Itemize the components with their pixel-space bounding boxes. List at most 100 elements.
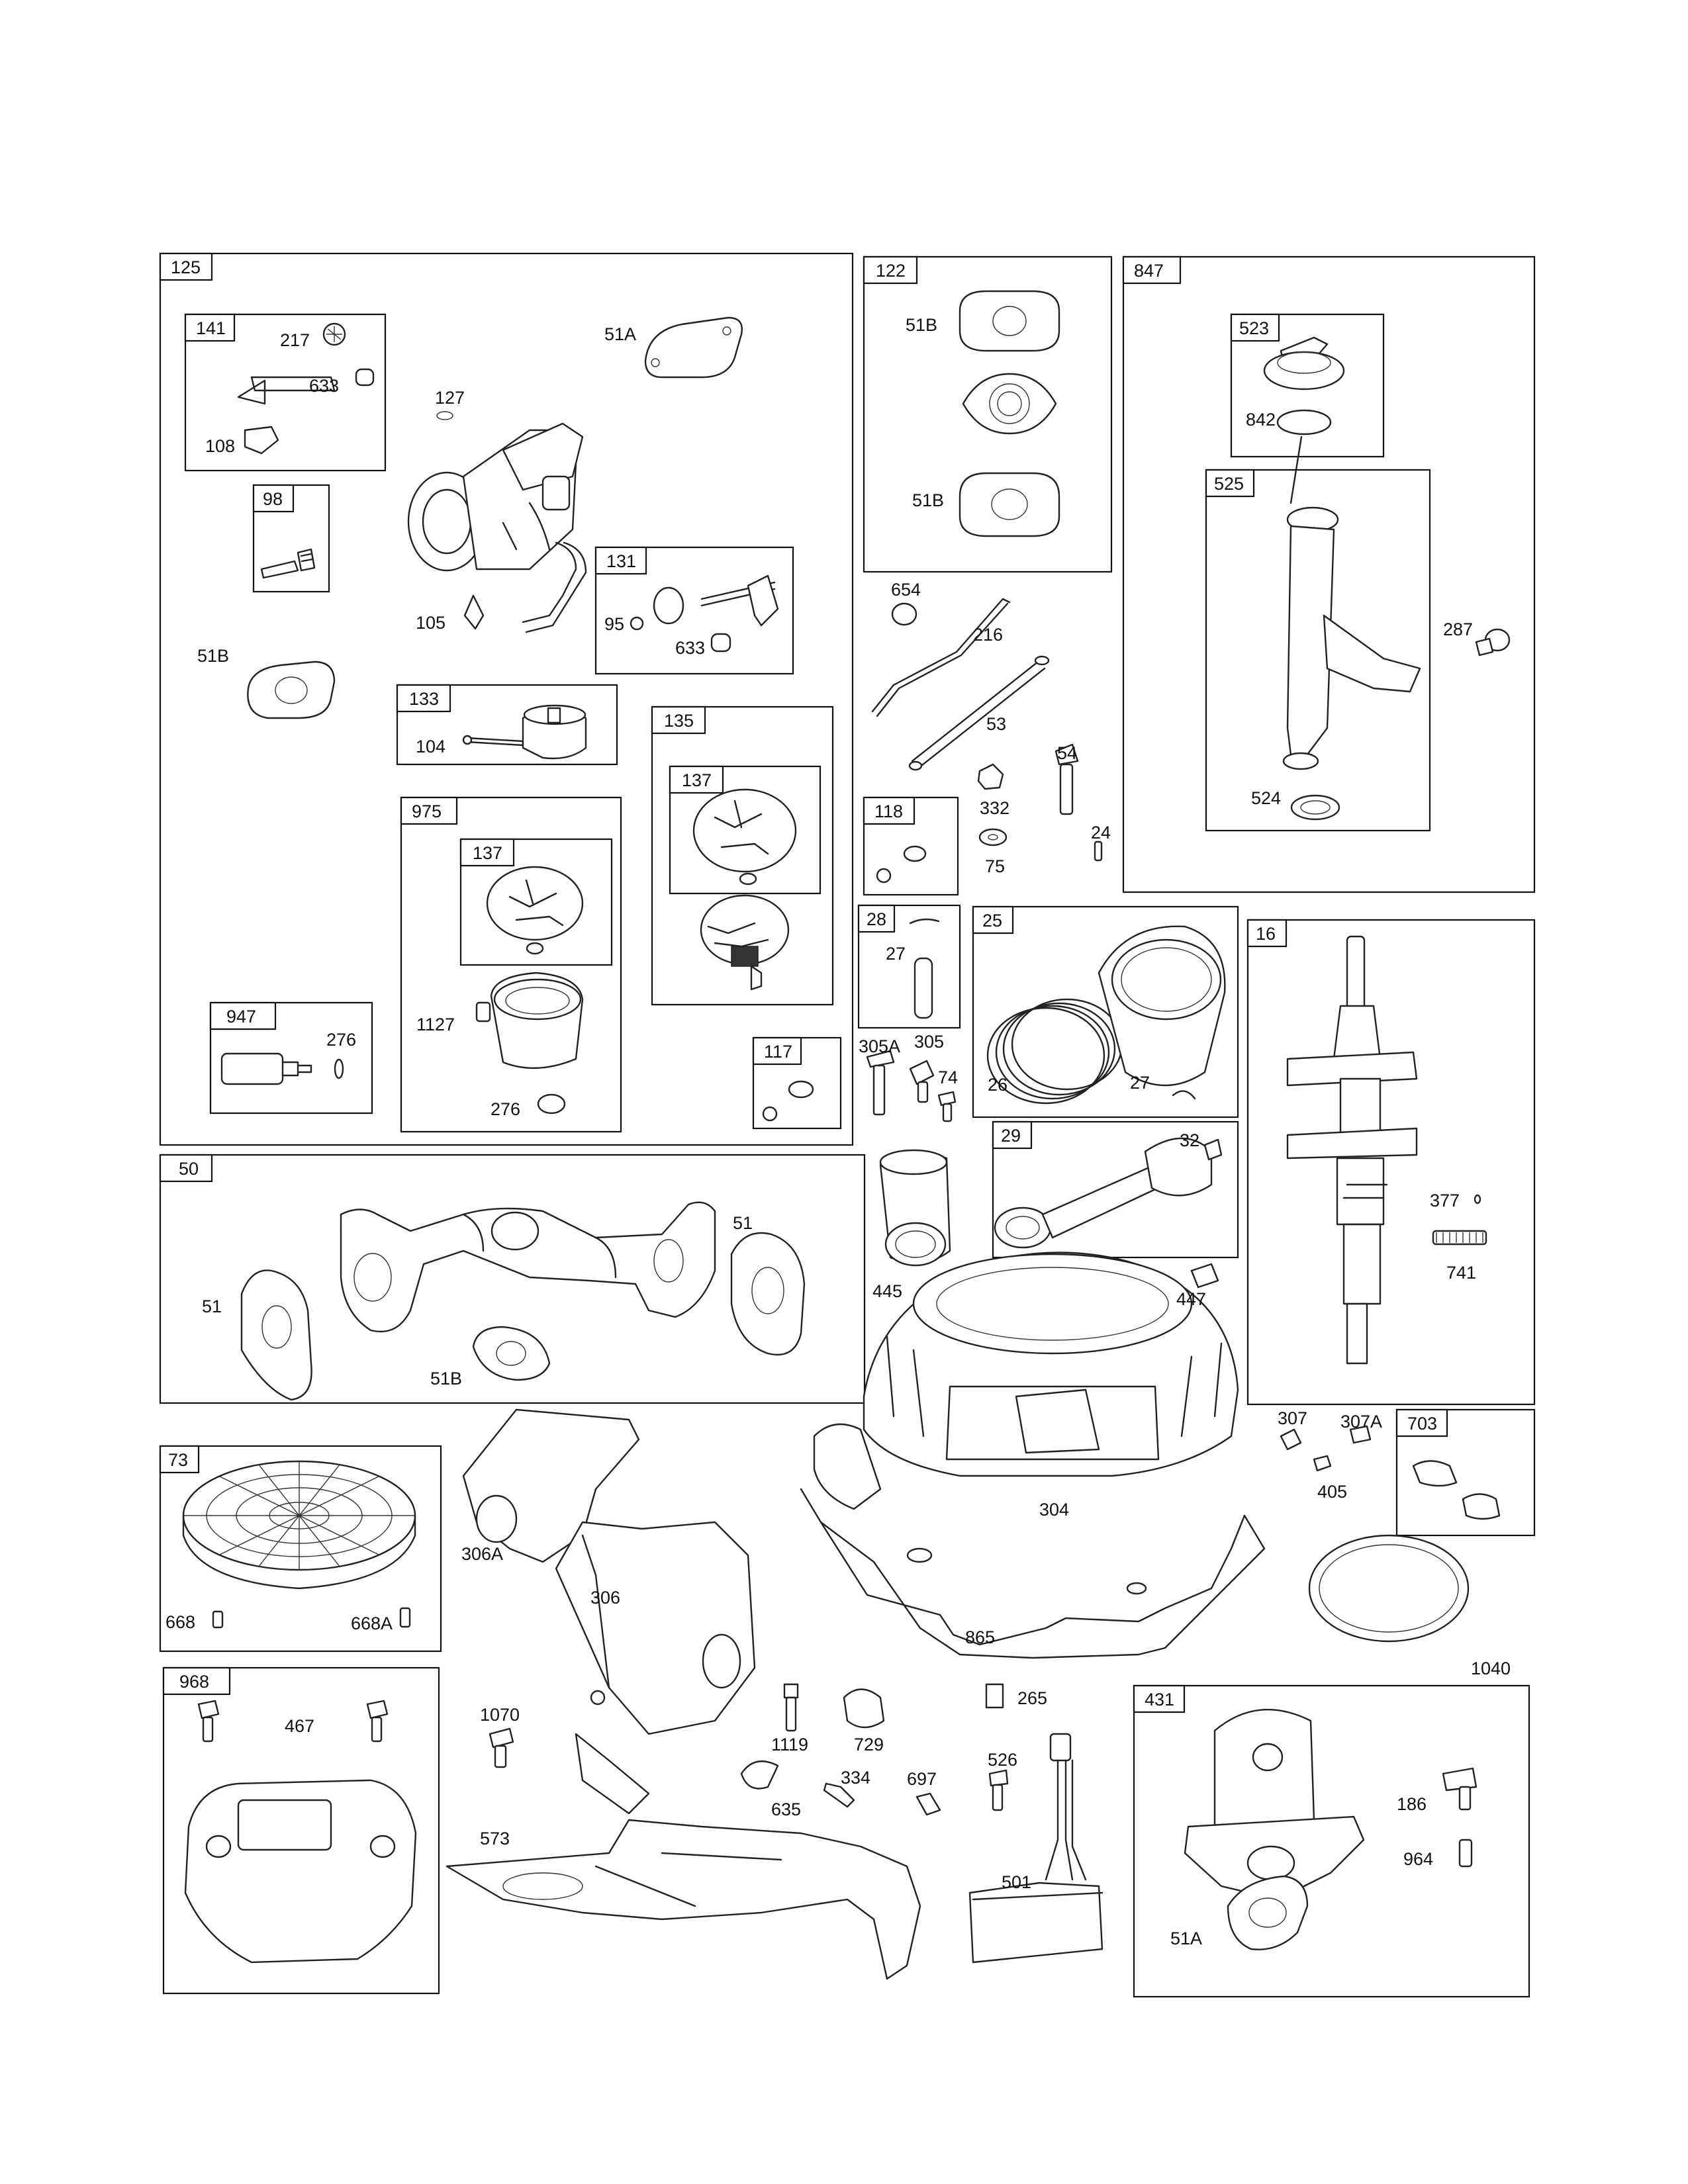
group-tag-968: 968 (179, 1672, 209, 1692)
label-74: 74 (938, 1068, 958, 1087)
label-964: 964 (1403, 1849, 1433, 1869)
group-tag-28: 28 (867, 909, 886, 929)
carb-bowl-135 (700, 894, 790, 991)
air-filter-445 (879, 1149, 951, 1267)
diaphragm-137a (692, 788, 797, 886)
dipstick-cap-523 (1263, 336, 1345, 504)
label-217: 217 (280, 330, 310, 350)
group-box-135: 135 (651, 705, 834, 1006)
label-501: 501 (1002, 1872, 1031, 1892)
label-729: 729 (854, 1735, 884, 1754)
label-51A-bottom: 51A (1170, 1929, 1202, 1948)
gasket-122-bottom (959, 472, 1060, 537)
label-633-a: 633 (309, 376, 339, 396)
group-tag-703: 703 (1407, 1414, 1437, 1433)
label-633-b: 633 (675, 638, 705, 658)
group-box-523: 523 (1230, 313, 1385, 458)
needle-98 (260, 548, 316, 579)
group-box-50: 50 (159, 1154, 866, 1404)
label-26: 26 (988, 1075, 1008, 1095)
label-1119: 1119 (771, 1735, 808, 1754)
group-tag-141: 141 (196, 318, 226, 338)
group-box-28: 28 (857, 904, 961, 1029)
label-668A: 668A (351, 1614, 393, 1633)
group-tag-118: 118 (874, 801, 903, 821)
group-box-703: 703 (1395, 1408, 1536, 1537)
label-51B-left: 51B (197, 646, 229, 666)
crankshaft-16 (1286, 935, 1418, 1365)
solenoid-947 (220, 1052, 344, 1085)
group-tag-98: 98 (263, 489, 283, 509)
group-tag-50: 50 (179, 1159, 199, 1179)
label-27-b: 27 (1130, 1073, 1150, 1093)
label-447: 447 (1176, 1289, 1206, 1309)
screw-118 (876, 845, 927, 884)
label-332: 332 (980, 798, 1009, 818)
group-box-847: 847 (1122, 255, 1536, 893)
gasket-51B-left (247, 660, 336, 719)
gasket-51B-manifold (472, 1326, 551, 1381)
label-51A-top: 51A (604, 324, 636, 344)
group-box-98: 98 (252, 484, 330, 593)
shroud-306A (462, 1408, 640, 1563)
group-tag-135: 135 (664, 711, 694, 731)
gasket-51-right (730, 1232, 806, 1356)
label-1127: 1127 (416, 1015, 455, 1034)
blower-housing-304 (863, 1251, 1239, 1477)
piston-25 (1098, 925, 1226, 1100)
label-51B-122-top: 51B (906, 315, 937, 335)
label-265: 265 (1017, 1688, 1047, 1708)
group-box-125: 125 (159, 252, 854, 1146)
fitting-186 (1442, 1767, 1477, 1811)
governor-shaft-drawing (237, 322, 375, 455)
fuel-bowl-1127 (475, 972, 584, 1115)
label-51B-122-bottom: 51B (912, 490, 944, 510)
label-305: 305 (914, 1032, 944, 1052)
valve-cover-968 (184, 1779, 417, 1964)
label-53: 53 (986, 714, 1006, 734)
label-51B-manifold: 51B (430, 1369, 462, 1388)
regulator-501 (968, 1733, 1103, 1964)
group-tag-947: 947 (226, 1007, 256, 1026)
group-tag-73: 73 (168, 1450, 188, 1470)
label-95: 95 (604, 614, 624, 634)
gasket-122-top (959, 290, 1060, 352)
wrist-pin-28 (909, 918, 940, 1019)
label-842: 842 (1246, 410, 1276, 430)
label-104: 104 (416, 737, 445, 756)
label-216: 216 (973, 625, 1003, 645)
group-tag-16: 16 (1256, 924, 1276, 944)
piston-rings-26 (986, 998, 1123, 1105)
diaphragm-137b (486, 866, 584, 955)
group-tag-131: 131 (606, 551, 636, 571)
gasket-51A-top (644, 316, 743, 379)
group-box-141: 141 (184, 313, 387, 472)
label-305A: 305A (859, 1036, 900, 1056)
screw-447 (1190, 1263, 1219, 1289)
gear-741 (1432, 1194, 1487, 1246)
label-377: 377 (1430, 1191, 1460, 1210)
label-1070: 1070 (480, 1705, 520, 1725)
group-tag-137b: 137 (473, 843, 502, 863)
label-573: 573 (480, 1829, 510, 1848)
group-box-131: 131 (594, 546, 794, 675)
label-75: 75 (985, 856, 1005, 876)
group-tag-25: 25 (982, 911, 1002, 931)
label-307: 307 (1278, 1408, 1307, 1428)
group-tag-525: 525 (1214, 474, 1244, 494)
housing-431 (1184, 1709, 1365, 1901)
label-524: 524 (1251, 788, 1281, 808)
group-tag-117: 117 (764, 1042, 792, 1062)
group-box-16: 16 (1246, 919, 1536, 1406)
label-306A: 306A (461, 1544, 503, 1564)
group-tag-29: 29 (1001, 1126, 1021, 1146)
shroud-306 (555, 1521, 756, 1815)
label-635: 635 (771, 1799, 801, 1819)
label-307A: 307A (1340, 1412, 1382, 1432)
dipstick-tube-525 (1282, 506, 1421, 821)
group-tag-137a: 137 (682, 770, 712, 790)
label-51-right: 51 (733, 1213, 753, 1233)
group-box-137b: 137 (459, 838, 613, 966)
label-526: 526 (988, 1750, 1017, 1770)
